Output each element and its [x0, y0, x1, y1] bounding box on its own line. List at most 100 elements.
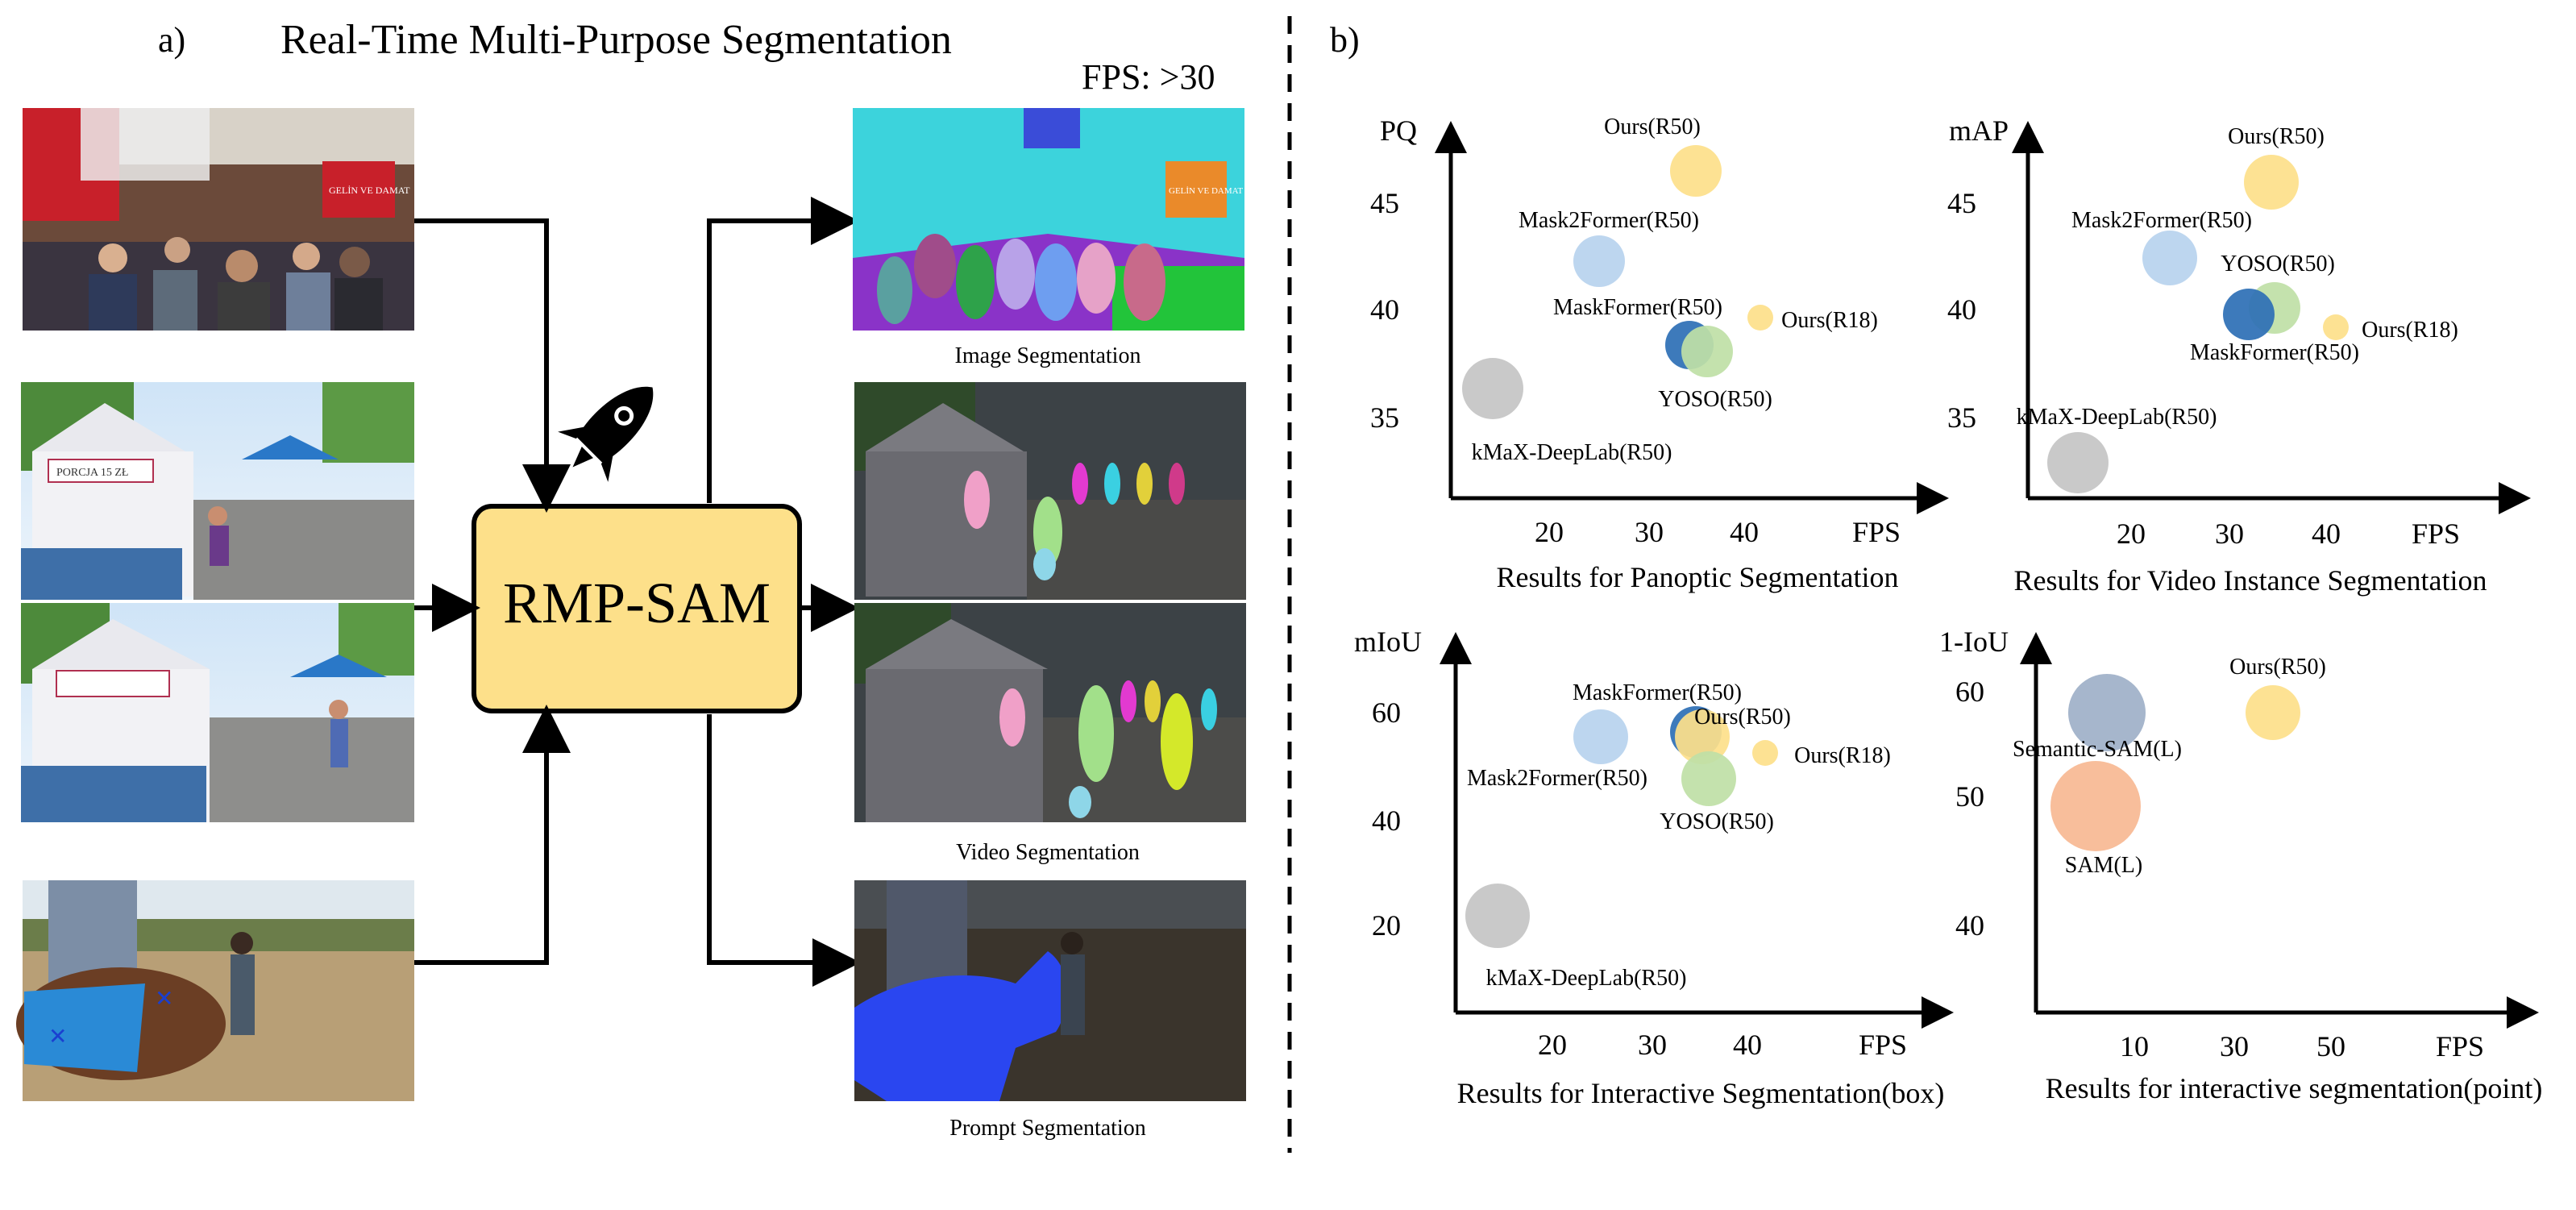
bubble-label: Ours(R50)	[2229, 655, 2326, 680]
output-prompt-segmentation	[854, 880, 1246, 1101]
bubble-label: kMaX-DeepLab(R50)	[1486, 966, 1687, 991]
y-tick-label: 40	[1372, 805, 1401, 837]
y-axis-label: mAP	[1949, 114, 2009, 147]
x-tick-label: 30	[2215, 518, 2244, 550]
bubble-label: MaskFormer(R50)	[1553, 295, 1722, 320]
y-tick-label: 35	[1947, 401, 1976, 434]
output-caption-prompt: Prompt Segmentation	[949, 1116, 1145, 1141]
y-tick-label: 45	[1947, 187, 1976, 219]
bubble-label: Ours(R18)	[1781, 308, 1878, 333]
bubble-label: Mask2Former(R50)	[1519, 208, 1699, 233]
output-video-frame-2	[854, 603, 1246, 822]
y-axis-label: 1-IoU	[1939, 626, 2009, 658]
y-tick-label: 40	[1947, 293, 1976, 326]
bubble-label: kMaX-DeepLab(R50)	[1472, 440, 1672, 465]
x-axis-label: FPS	[1852, 516, 1901, 548]
fps-label: FPS: >30	[1082, 57, 1215, 97]
arrow-output-3	[707, 714, 861, 987]
x-tick-label: 30	[1635, 516, 1664, 548]
x-axis-label: FPS	[2412, 518, 2460, 550]
bubble-point	[2246, 685, 2300, 740]
x-tick-label: 40	[1730, 516, 1759, 548]
bubble-label: Ours(R50)	[1604, 114, 1701, 139]
bubble-label: MaskFormer(R50)	[1573, 680, 1742, 705]
panel-a-label: a)	[158, 20, 185, 60]
y-tick-label: 60	[1372, 696, 1401, 729]
bubble-point	[2223, 289, 2275, 340]
rmp-sam-label: RMP-SAM	[503, 571, 771, 635]
arrow-input-1	[414, 218, 571, 513]
bubble-point	[1752, 740, 1778, 766]
y-axis-label: PQ	[1380, 114, 1417, 147]
input-image-horse: ✕ ✕	[16, 880, 414, 1101]
x-axis-label: FPS	[2436, 1030, 2484, 1062]
output-image-segmentation: GELİN VE DAMAT	[853, 108, 1244, 331]
chart-caption: Results for Panoptic Segmentation	[1497, 561, 1899, 593]
bubble-label: Mask2Former(R50)	[1467, 766, 1647, 791]
output-caption-video: Video Segmentation	[956, 840, 1140, 865]
x-tick-label: 20	[2117, 518, 2146, 550]
bubble-label: Ours(R50)	[2228, 124, 2325, 149]
output-video-frame-1	[854, 382, 1246, 600]
bubble-point	[1747, 305, 1773, 331]
arrow-output-1	[707, 197, 859, 503]
bubble-point	[2323, 314, 2349, 340]
stall-sign-text: PORCJA 15 ZŁ	[56, 467, 128, 479]
bubble-point	[2047, 432, 2109, 493]
point-marker-icon: ✕	[155, 987, 173, 1012]
input-video-frame-1: PORCJA 15 ZŁ	[21, 382, 414, 600]
y-tick-label: 20	[1372, 909, 1401, 942]
chart-caption: Results for interactive segmentation(poi…	[2046, 1072, 2543, 1104]
bubble-label: Ours(R18)	[2362, 318, 2458, 343]
bubble-label: Mask2Former(R50)	[2071, 208, 2252, 233]
bubble-label: SAM(L)	[2065, 853, 2142, 878]
panel-a-title: Real-Time Multi-Purpose Segmentation	[280, 17, 952, 63]
bubble-label: YOSO(R50)	[1658, 387, 1772, 412]
bubble-label: MaskFormer(R50)	[2190, 340, 2359, 365]
bubble-label: kMaX-DeepLab(R50)	[2017, 405, 2217, 430]
y-tick-label: 60	[1955, 676, 1984, 708]
bubble-point	[1675, 709, 1730, 764]
x-axis-label: FPS	[1859, 1029, 1907, 1061]
chart-caption: Results for Video Instance Segmentation	[2013, 564, 2487, 597]
x-tick-label: 40	[2312, 518, 2341, 550]
x-tick-label: 30	[2220, 1030, 2249, 1062]
panel-b-label: b)	[1330, 20, 1360, 60]
shop-sign-text: GELİN VE DAMAT	[1169, 186, 1243, 196]
bubble-point	[1573, 709, 1628, 764]
y-tick-label: 35	[1370, 401, 1399, 434]
bubble-label: YOSO(R50)	[2221, 252, 2335, 277]
bubble-point	[1573, 235, 1625, 287]
bubble-point	[1462, 358, 1523, 419]
x-tick-label: 50	[2316, 1030, 2345, 1062]
bubble-point	[1465, 884, 1530, 948]
bubble-label: Ours(R18)	[1794, 743, 1891, 768]
x-tick-label: 30	[1638, 1029, 1667, 1061]
bubble-point	[2068, 674, 2146, 751]
x-tick-label: 20	[1538, 1029, 1567, 1061]
bubble-point	[2142, 231, 2197, 285]
charts-area: PQ FPS Results for Panoptic Segmentation 45…	[1354, 114, 2542, 1109]
bubble-point	[1681, 326, 1733, 377]
x-tick-label: 20	[1535, 516, 1564, 548]
x-tick-label: 10	[2120, 1030, 2149, 1062]
bubble-label: YOSO(R50)	[1660, 809, 1774, 834]
y-tick-label: 40	[1370, 293, 1399, 326]
x-tick-label: 40	[1733, 1029, 1762, 1061]
rmp-sam-box: RMP-SAM	[472, 504, 802, 713]
bubble-point	[1681, 751, 1736, 806]
bubble-label: Ours(R50)	[1694, 705, 1791, 730]
shop-sign-text: GELİN VE DAMAT	[329, 185, 410, 196]
chart-caption: Results for Interactive Segmentation(box…	[1457, 1077, 1945, 1109]
input-video-frame-2	[21, 603, 414, 822]
bubble-point	[1670, 145, 1722, 197]
y-tick-label: 50	[1955, 780, 1984, 813]
bubble-label: Semantic-SAM(L)	[2013, 737, 2182, 762]
arrow-input-3	[414, 705, 571, 965]
y-tick-label: 40	[1955, 909, 1984, 942]
output-caption-image: Image Segmentation	[955, 343, 1141, 368]
y-axis-label: mIoU	[1354, 626, 1422, 658]
input-image-street: GELİN VE DAMAT	[23, 108, 414, 331]
